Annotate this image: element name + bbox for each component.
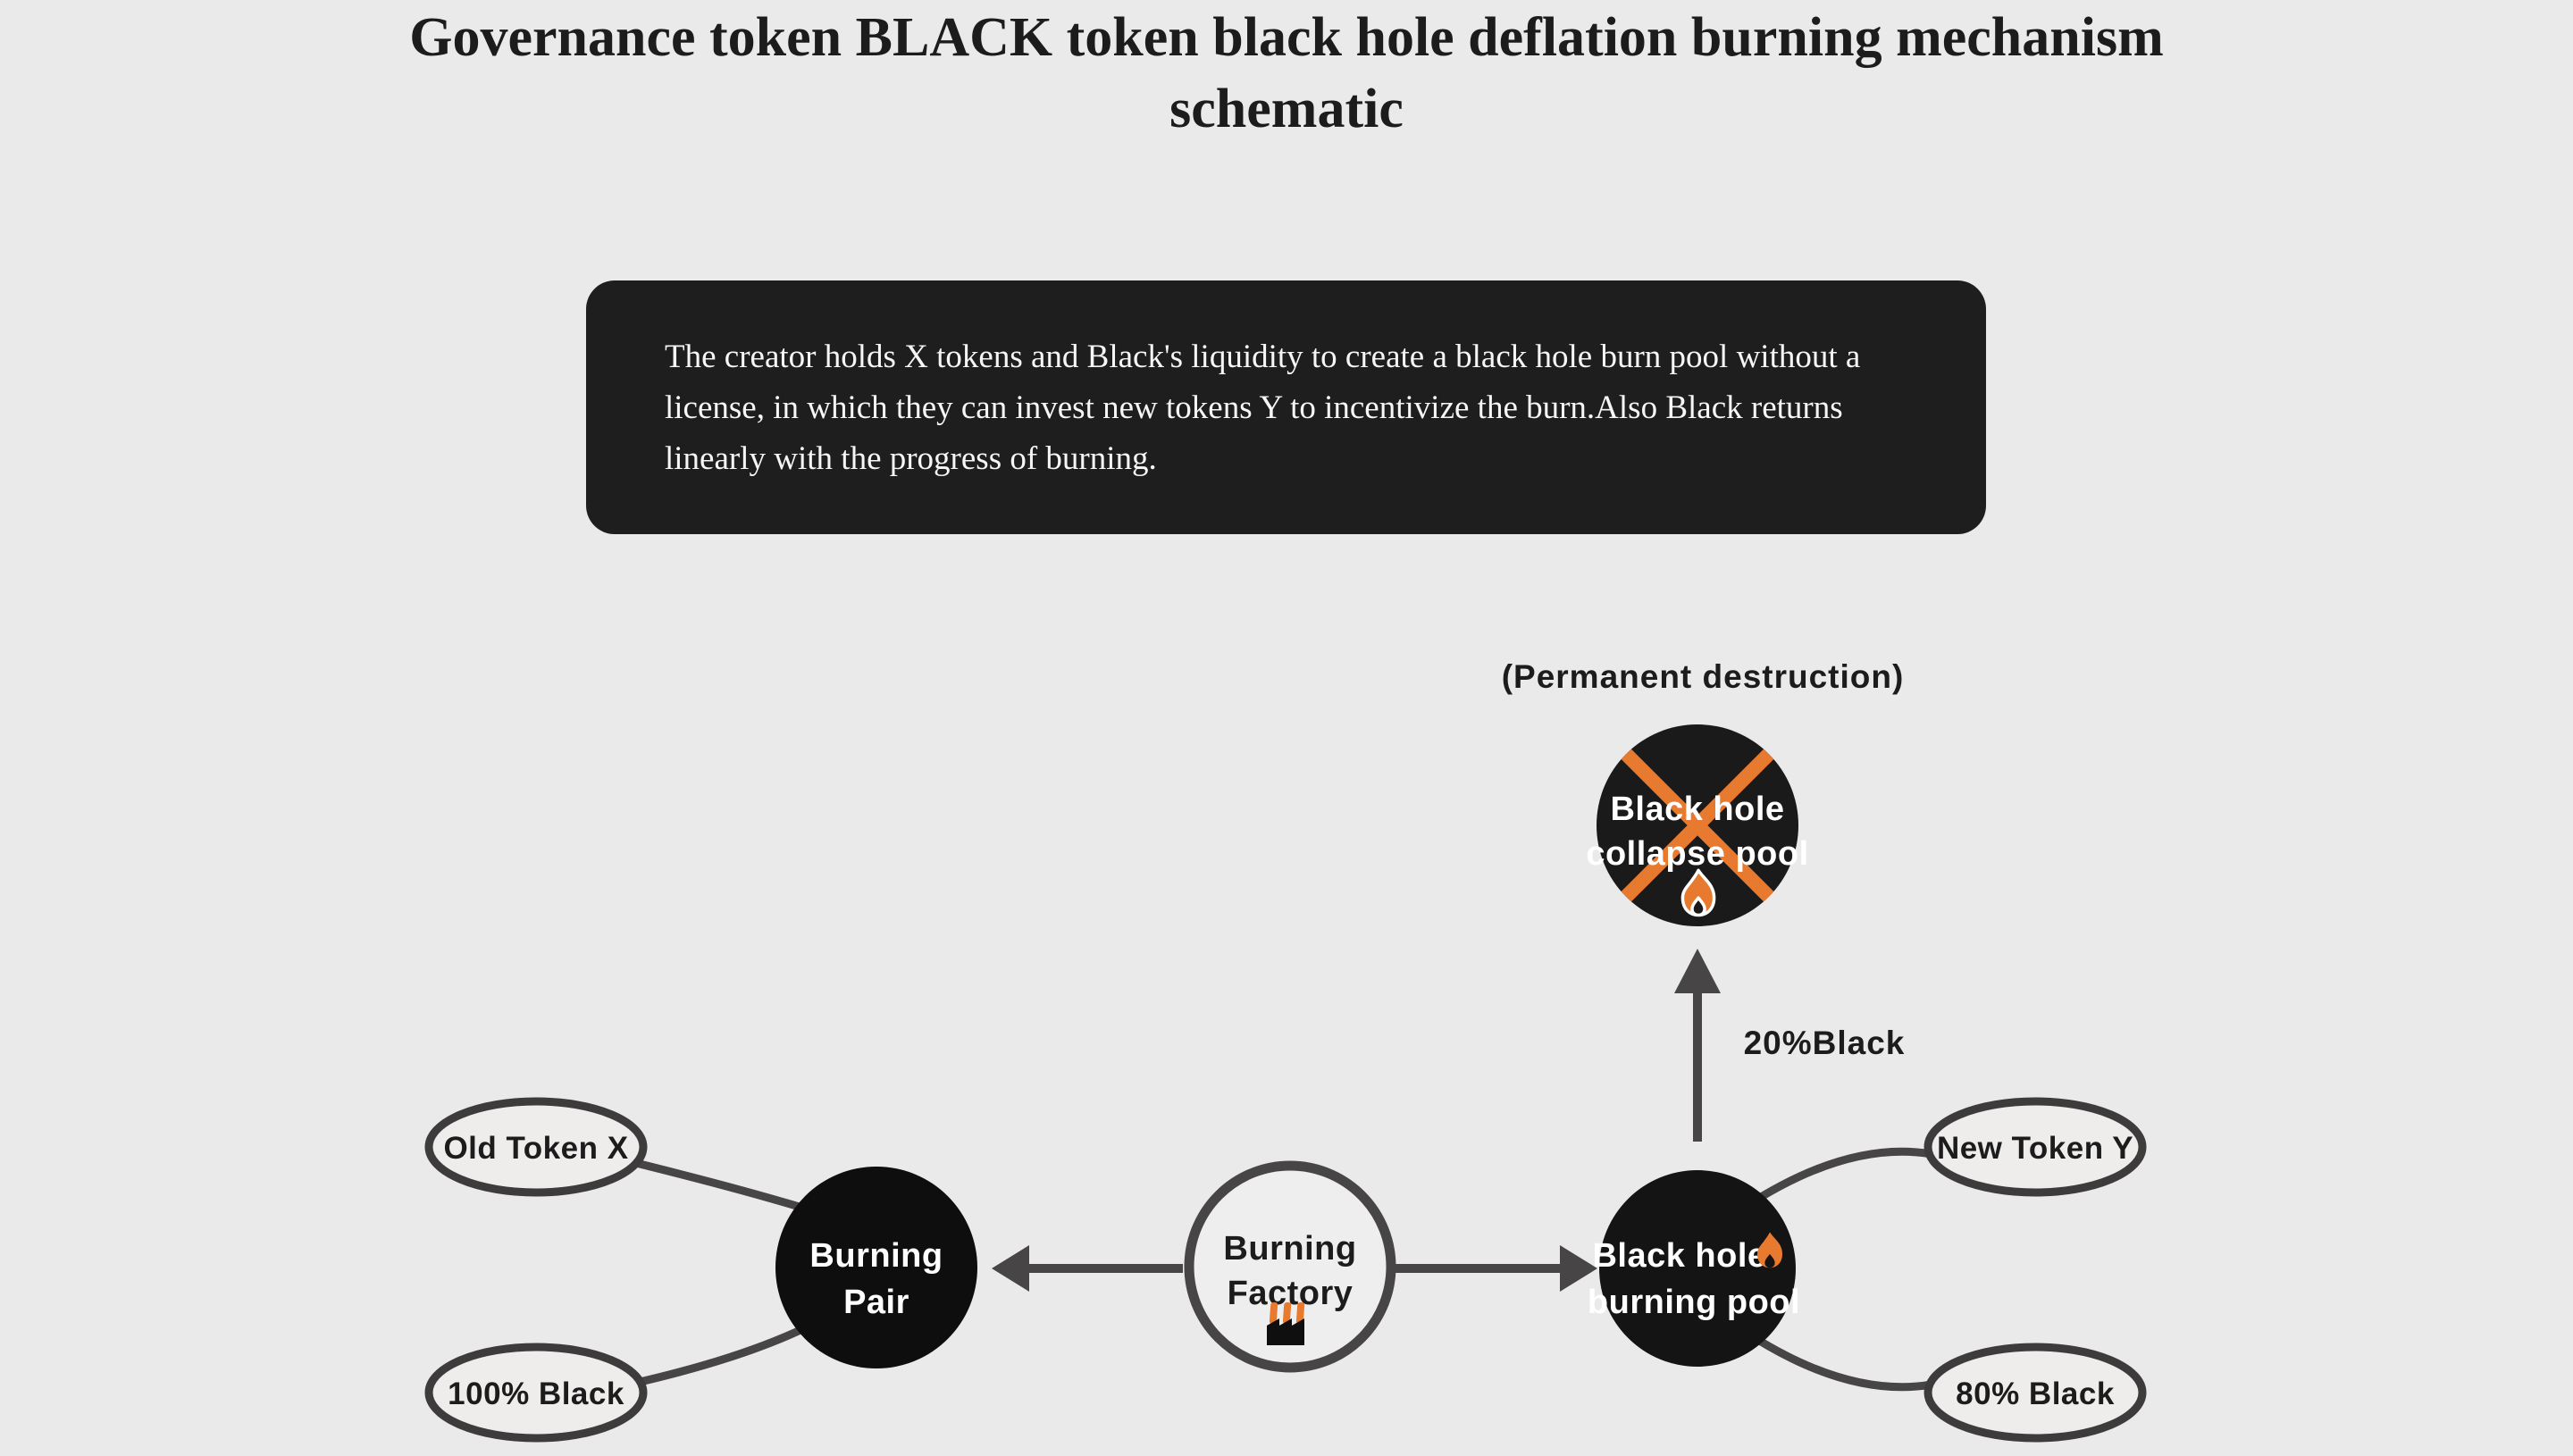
burning-pool-label-line1: Black hole	[1592, 1237, 1766, 1275]
factory-node: Burning Factory	[1184, 1160, 1396, 1373]
old-token-x-label: Old Token X	[443, 1131, 628, 1166]
connector-pool-to-new-token	[1739, 1147, 1936, 1212]
new-token-y-label: New Token Y	[1937, 1131, 2133, 1166]
old-token-x-node: Old Token X	[424, 1097, 648, 1197]
connector-100black-to-pair	[632, 1325, 807, 1387]
connector-old-token-to-pair	[632, 1159, 807, 1212]
black-80-node: 80% Black	[1923, 1343, 2147, 1443]
cross-x-icon	[1603, 731, 1792, 920]
black-100-label: 100% Black	[448, 1377, 624, 1411]
burning-pair-label-line2: Pair	[843, 1284, 909, 1321]
page-title: Governance token BLACK token black hole …	[0, 2, 2573, 145]
description-panel: The creator holds X tokens and Black's l…	[586, 280, 1986, 534]
arrow-pool-to-collapse	[1674, 949, 1721, 1142]
connector-pool-to-80black	[1739, 1326, 1936, 1392]
burning-pair-label-line1: Burning	[809, 1237, 943, 1275]
collapse-pool-label-line1: Black hole	[1610, 791, 1784, 828]
page-title-line1: Governance token BLACK token black hole …	[409, 7, 2164, 68]
burning-pair-node: Burning Pair	[775, 1167, 977, 1368]
black-80-label: 80% Black	[1956, 1377, 2115, 1411]
new-token-y-node: New Token Y	[1923, 1097, 2147, 1197]
black-100-node: 100% Black	[424, 1343, 648, 1443]
burning-pool-label-line2: burning pool	[1588, 1284, 1800, 1321]
factory-label-line1: Burning	[1223, 1230, 1356, 1268]
burning-pool-node: Black hole burning pool	[1588, 1170, 1800, 1367]
collapse-pool-node: Black hole collapse pool	[1586, 724, 1808, 926]
arrow-factory-to-pair	[992, 1245, 1183, 1292]
factory-icon	[1267, 1302, 1305, 1345]
arrow-factory-to-pool	[1392, 1245, 1597, 1292]
collapse-pool-label-line2: collapse pool	[1586, 835, 1808, 873]
permanent-destruction-caption: (Permanent destruction)	[1502, 658, 1905, 695]
burn-percent-label: 20%Black	[1744, 1025, 1906, 1061]
description-text: The creator holds X tokens and Black's l…	[665, 338, 1861, 477]
page-title-line2: schematic	[1169, 79, 1404, 139]
